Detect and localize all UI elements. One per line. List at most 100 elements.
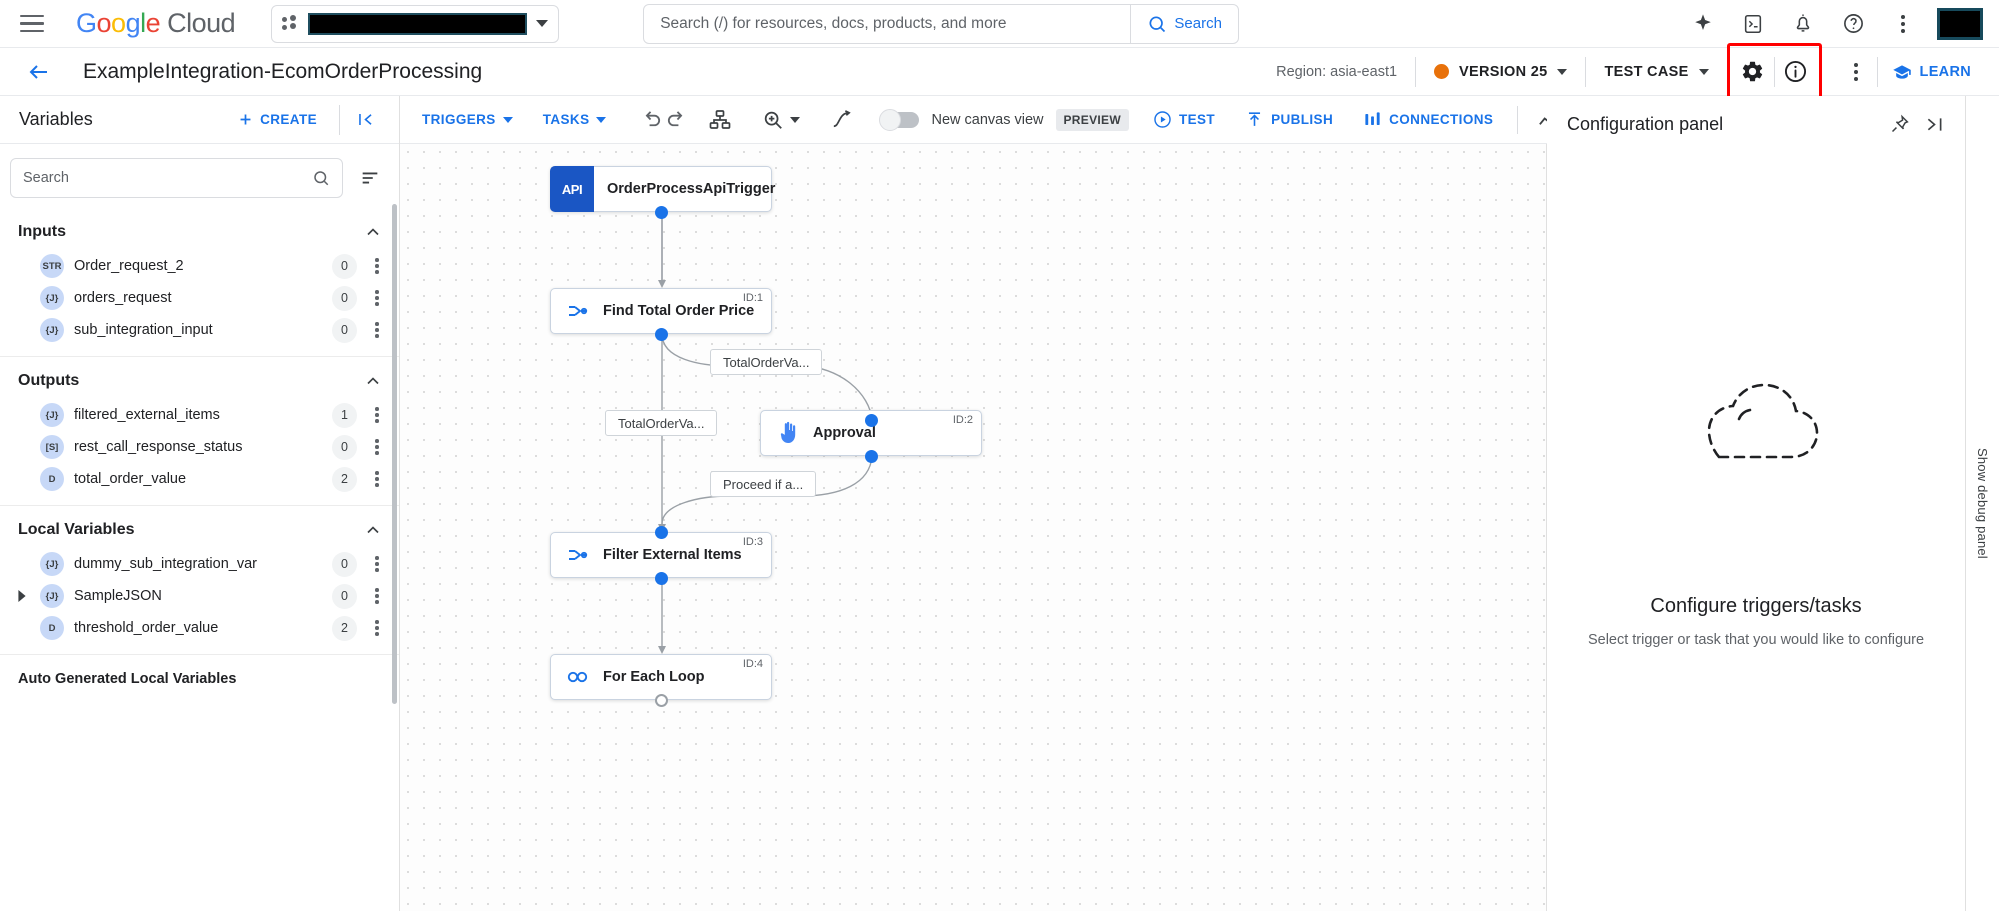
empty-state-cloud-icon (1681, 375, 1831, 475)
row-more-icon[interactable] (367, 290, 387, 306)
divider (1773, 56, 1775, 87)
create-variable-button[interactable]: CREATE (227, 105, 327, 134)
section-header[interactable]: Local Variables (0, 508, 399, 548)
more-actions-icon[interactable] (1835, 51, 1877, 93)
more-options-icon[interactable] (1883, 4, 1923, 44)
list-item[interactable]: {J} orders_request 0 (0, 282, 399, 314)
list-item[interactable]: {J} sub_integration_input 0 (0, 314, 399, 346)
back-button[interactable] (20, 53, 58, 91)
node-port[interactable] (655, 526, 668, 539)
connections-button[interactable]: CONNECTIONS (1349, 102, 1507, 137)
learn-button[interactable]: LEARN (1878, 62, 1985, 82)
google-cloud-logo[interactable]: Google Cloud (76, 8, 236, 38)
debug-panel-rail[interactable]: Show debug panel (1965, 96, 1999, 911)
help-icon[interactable] (1833, 4, 1873, 44)
project-selector[interactable] (271, 4, 560, 43)
node-task-4[interactable]: ID:4 For Each Loop (550, 654, 772, 700)
variable-name: orders_request (74, 290, 172, 306)
node-port[interactable] (655, 328, 668, 341)
notifications-bell-icon[interactable] (1783, 4, 1823, 44)
sort-filter-icon[interactable] (355, 163, 385, 193)
list-item[interactable]: {J} SampleJSON 0 (0, 580, 399, 612)
row-more-icon[interactable] (367, 471, 387, 487)
gemini-sparkle-icon[interactable] (1683, 4, 1723, 44)
expand-row-icon[interactable] (14, 590, 30, 602)
node-port[interactable] (655, 206, 668, 219)
chevron-up-icon[interactable] (363, 520, 383, 540)
collapse-right-icon[interactable] (1924, 114, 1945, 135)
list-item[interactable]: [S] rest_call_response_status 0 (0, 431, 399, 463)
edge-label[interactable]: TotalOrderVa... (605, 410, 718, 436)
triggers-menu[interactable]: TRIGGERS (408, 104, 527, 135)
row-more-icon[interactable] (367, 556, 387, 572)
variables-search-input[interactable] (23, 170, 312, 186)
edge-style-button[interactable] (830, 100, 853, 140)
section-header[interactable]: Outputs (0, 359, 399, 399)
redo-button[interactable] (665, 100, 688, 140)
node-trigger[interactable]: API OrderProcessApiTrigger (550, 166, 775, 212)
cloud-shell-icon[interactable] (1733, 4, 1773, 44)
version-selector[interactable]: VERSION 25 (1416, 64, 1585, 80)
type-badge: {J} (40, 403, 64, 427)
chevron-down-icon (1698, 68, 1709, 75)
node-port[interactable] (655, 572, 668, 585)
auto-layout-button[interactable] (708, 100, 732, 140)
project-name-redacted (308, 12, 528, 35)
variables-section-inputs: Inputs STR Order_request_2 0 {J} orders_… (0, 208, 399, 357)
node-port[interactable] (655, 694, 668, 707)
search-input-wrapper[interactable] (644, 5, 1130, 43)
row-more-icon[interactable] (367, 322, 387, 338)
integration-canvas[interactable]: API OrderProcessApiTrigger ID:1 Find Tot… (400, 144, 1547, 911)
tasks-menu[interactable]: TASKS (529, 104, 621, 135)
variables-search-row (0, 144, 399, 208)
new-canvas-view-toggle[interactable] (879, 108, 920, 131)
variables-panel-scrollbar[interactable] (392, 204, 397, 704)
empty-state-title: Configure triggers/tasks (1650, 595, 1862, 617)
node-port[interactable] (865, 414, 878, 427)
row-more-icon[interactable] (367, 620, 387, 636)
pin-icon[interactable] (1889, 114, 1910, 135)
row-more-icon[interactable] (367, 258, 387, 274)
info-icon[interactable] (1775, 51, 1817, 93)
show-debug-panel-label[interactable]: Show debug panel (1975, 448, 1990, 559)
edge-label[interactable]: Proceed if a... (710, 471, 817, 497)
section-header[interactable]: Inputs (0, 210, 399, 250)
node-task-3[interactable]: ID:3 Filter External Items (550, 532, 772, 578)
global-search[interactable]: Search (643, 3, 1240, 44)
chevron-up-icon[interactable] (363, 222, 383, 242)
project-icon (282, 15, 299, 32)
list-item[interactable]: {J} filtered_external_items 1 (0, 399, 399, 431)
list-item[interactable]: D total_order_value 2 (0, 463, 399, 495)
publish-button[interactable]: PUBLISH (1231, 102, 1347, 137)
search-button[interactable]: Search (1130, 4, 1238, 43)
test-label: TEST (1178, 112, 1216, 127)
row-more-icon[interactable] (367, 588, 387, 604)
variable-count: 0 (332, 583, 357, 609)
node-label: Filter External Items (603, 547, 742, 563)
edge-label[interactable]: TotalOrderVa... (710, 349, 823, 375)
variable-count: 1 (332, 402, 357, 428)
zoom-menu[interactable] (752, 100, 810, 140)
undo-button[interactable] (640, 100, 663, 140)
test-case-selector[interactable]: TEST CASE (1586, 64, 1726, 80)
configuration-panel-actions (1889, 114, 1945, 135)
settings-gear-icon[interactable] (1732, 51, 1774, 93)
test-case-label: TEST CASE (1604, 63, 1689, 80)
avatar[interactable] (1937, 7, 1983, 40)
list-item[interactable]: {J} dummy_sub_integration_var 0 (0, 548, 399, 580)
test-button[interactable]: TEST (1139, 102, 1229, 137)
list-item[interactable]: D threshold_order_value 2 (0, 612, 399, 644)
collapse-panel-button[interactable] (339, 104, 385, 135)
node-port[interactable] (865, 450, 878, 463)
divider (1585, 56, 1587, 87)
search-input[interactable] (660, 14, 1115, 33)
main-menu-icon[interactable] (20, 9, 50, 39)
chevron-up-icon[interactable] (363, 371, 383, 391)
api-badge: API (550, 166, 594, 212)
row-more-icon[interactable] (367, 407, 387, 423)
publish-icon (1249, 112, 1261, 126)
list-item[interactable]: STR Order_request_2 0 (0, 250, 399, 282)
row-more-icon[interactable] (367, 439, 387, 455)
variables-search-box[interactable] (10, 158, 343, 198)
create-label: CREATE (260, 112, 317, 127)
